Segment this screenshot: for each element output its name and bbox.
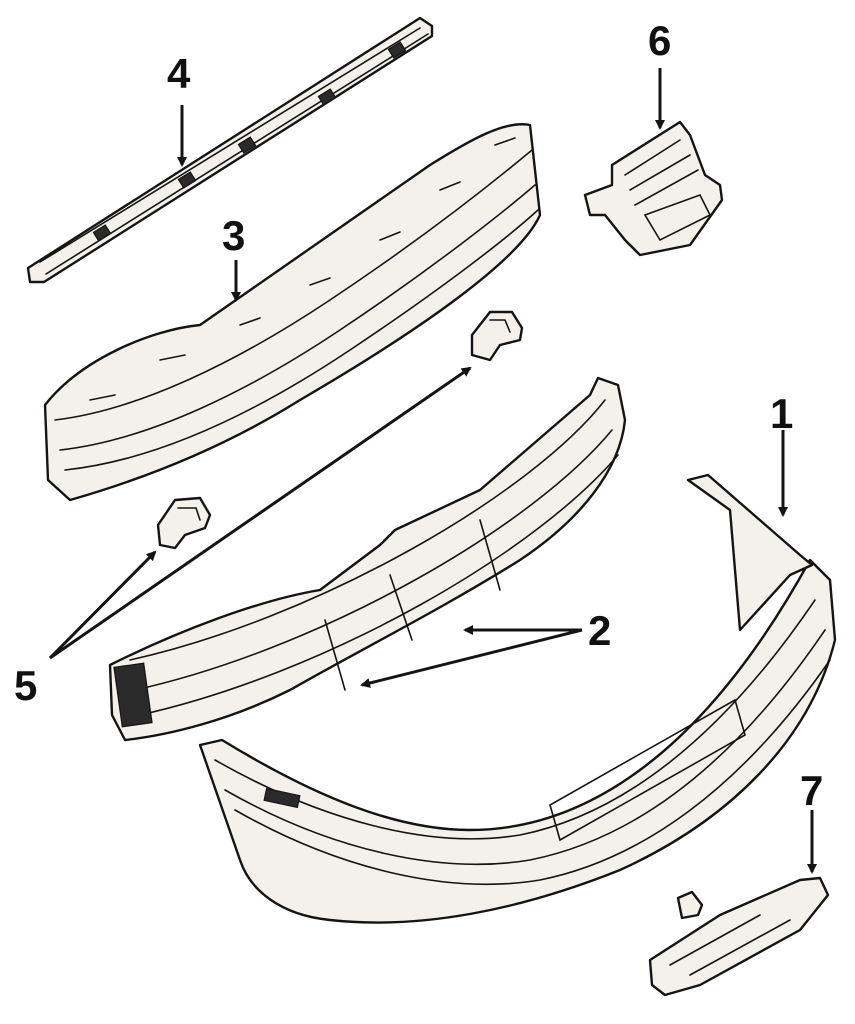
leader-2b	[360, 628, 583, 688]
part-5-clip-upper	[470, 310, 524, 362]
part-7-filler-bracket	[648, 876, 830, 997]
part-3-energy-absorber	[43, 123, 542, 502]
part-6-bracket	[583, 120, 724, 257]
callout-1: 1	[770, 390, 793, 437]
leader-5a	[49, 366, 472, 660]
part-4-reinforcement-bar	[26, 16, 434, 284]
leader-lines	[48, 68, 817, 874]
leader-5b	[48, 550, 157, 660]
callout-4: 4	[167, 50, 191, 97]
part-1-bumper-cover	[198, 473, 837, 924]
callout-labels: 4 3 6 1 2 5 7	[14, 17, 823, 814]
callout-6: 6	[648, 17, 671, 64]
callout-2: 2	[588, 607, 611, 654]
callout-5: 5	[14, 662, 37, 709]
callout-3: 3	[222, 212, 245, 259]
part-5-clip-lower	[156, 496, 212, 550]
part-2-impact-absorber	[108, 376, 627, 742]
callout-7: 7	[800, 767, 823, 814]
